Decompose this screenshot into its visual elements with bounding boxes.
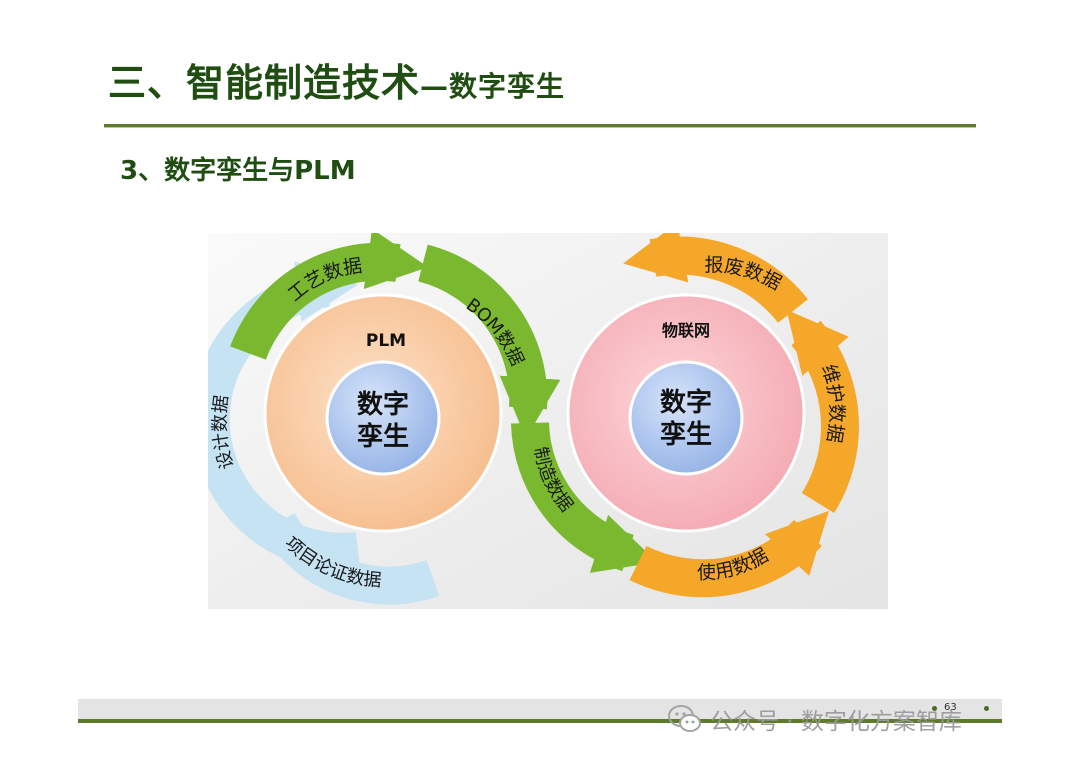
plm-core-line1: 数字	[357, 389, 409, 420]
usage-data-arrow	[629, 510, 829, 598]
diagram-svg: PLM 物联网 数字 孪生 数字 孪生 工艺数据 BOM数据 制造数据 使用数据…	[208, 233, 888, 609]
bom-data-arrow	[417, 244, 561, 439]
pager-dot-right	[984, 706, 989, 711]
plm-core-circle	[325, 360, 441, 476]
footer-line	[78, 719, 1002, 723]
page-number: 63	[944, 702, 957, 713]
manufacturing-data-arrow	[511, 422, 657, 573]
page-title-sub: —数字孪生	[420, 70, 566, 103]
process-data-arrow	[230, 233, 429, 361]
pager-dot-left	[932, 706, 937, 711]
iot-label: 物联网	[662, 321, 710, 340]
footer-band	[78, 699, 1002, 719]
title-divider	[104, 124, 976, 128]
iot-core-line2: 孪生	[660, 419, 712, 450]
plm-label: PLM	[366, 331, 406, 351]
page-title: 三、智能制造技术—数字孪生	[108, 52, 565, 107]
iot-core-circle	[628, 360, 744, 476]
digital-twin-plm-diagram: PLM 物联网 数字 孪生 数字 孪生 工艺数据 BOM数据 制造数据 使用数据…	[208, 233, 888, 609]
maintenance-data-arrow	[786, 309, 859, 514]
scrap-data-arrow	[623, 233, 808, 324]
iot-core-line1: 数字	[660, 387, 712, 418]
wechat-icon	[668, 705, 701, 732]
page-title-main: 三、智能制造技术	[108, 61, 421, 105]
watermark: 公众号 · 数字化方案智库	[668, 702, 962, 736]
section-subtitle: 3、数字孪生与PLM	[120, 156, 356, 186]
project-data-arrow	[261, 512, 440, 605]
watermark-text: 公众号 · 数字化方案智库	[710, 709, 962, 735]
plm-core-line2: 孪生	[357, 421, 409, 452]
